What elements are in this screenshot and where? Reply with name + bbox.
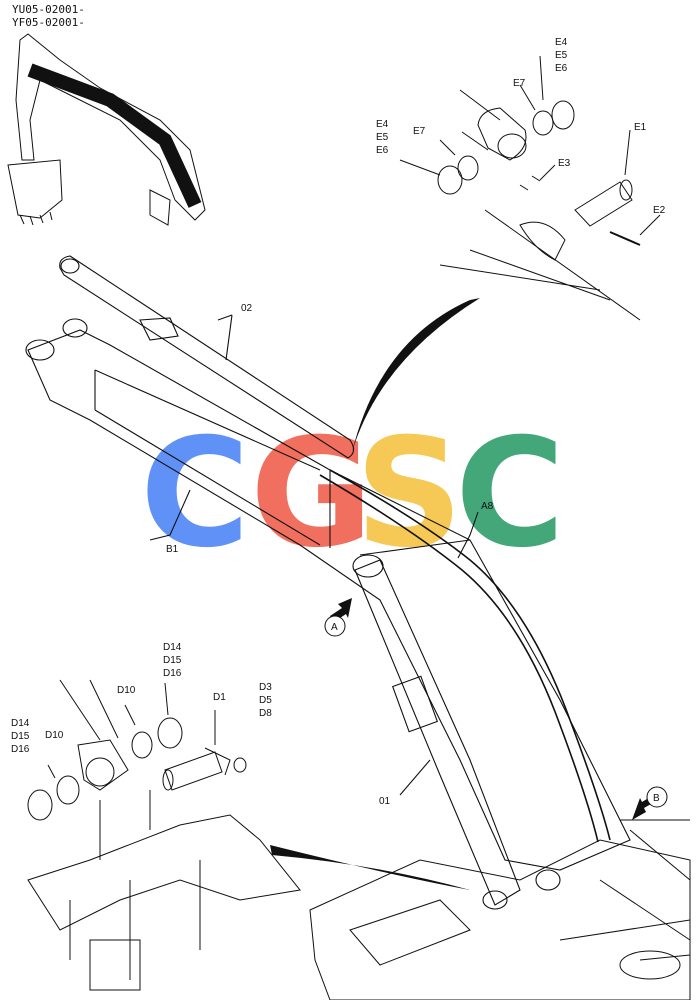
boom-top-pin-detail [399, 55, 661, 321]
serial-label-1: YU05-02001- [12, 3, 85, 16]
callout-d3: D3 [259, 682, 272, 693]
callout-e4-top: E4 [555, 37, 568, 48]
watermark-letter-4: C [455, 407, 565, 581]
boom-foot-pin-detail [27, 679, 301, 991]
callout-e6-left: E6 [376, 145, 389, 156]
callout-e3: E3 [558, 158, 571, 169]
callout-d16-right: D16 [163, 668, 182, 679]
callout-d14-left: D14 [11, 718, 30, 729]
callout-e5-top: E5 [555, 50, 568, 61]
upper-frame [309, 819, 691, 1000]
view-b-arrow: B [632, 786, 668, 820]
watermark-letter-1: C [140, 407, 250, 581]
callout-d5: D5 [259, 695, 272, 706]
excavator-thumbnail [7, 33, 206, 226]
view-a-arrow: A [324, 598, 352, 637]
callout-e6-top: E6 [555, 63, 568, 74]
callout-e2: E2 [653, 205, 666, 216]
callout-b1: B1 [166, 544, 179, 555]
callout-e7-left: E7 [413, 126, 426, 137]
callout-d15-left: D15 [11, 731, 30, 742]
callout-d16-left: D16 [11, 744, 30, 755]
view-b-label: B [653, 793, 660, 804]
callout-d14-right: D14 [163, 642, 182, 653]
callout-e5-left: E5 [376, 132, 389, 143]
callout-01: 01 [379, 796, 391, 807]
serial-label-2: YF05-02001- [12, 16, 85, 29]
callout-d1: D1 [213, 692, 226, 703]
detail-arc-lower [270, 845, 470, 890]
view-a-label: A [331, 622, 338, 633]
callout-02: 02 [241, 303, 253, 314]
callout-d10-right: D10 [117, 685, 136, 696]
boom-assembly [25, 255, 631, 910]
callout-e1: E1 [634, 122, 647, 133]
callout-e4-left: E4 [376, 119, 389, 130]
callout-a8: A8 [481, 501, 494, 512]
callout-d10-left: D10 [45, 730, 64, 741]
callout-d15-right: D15 [163, 655, 182, 666]
callout-d8: D8 [259, 708, 272, 719]
callout-e7-top: E7 [513, 78, 526, 89]
